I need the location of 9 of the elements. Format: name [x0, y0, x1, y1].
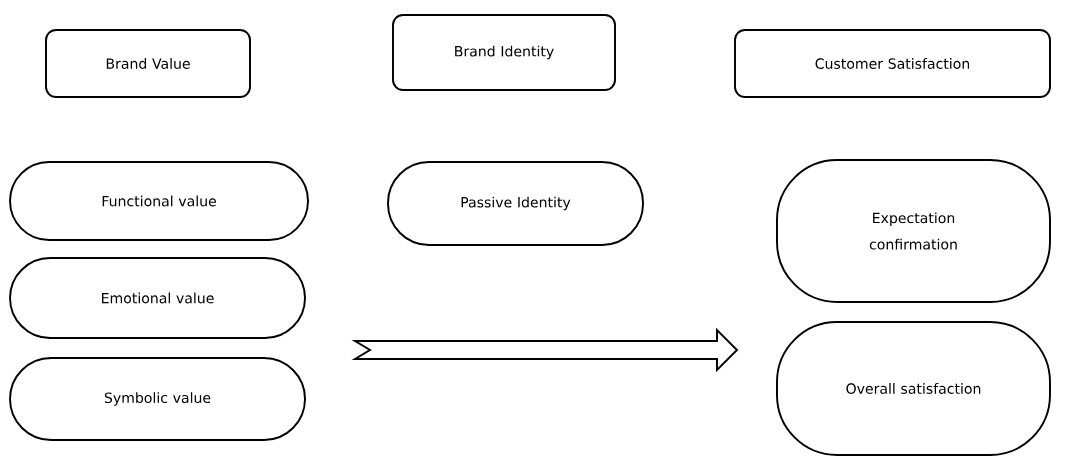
- heading-box: Brand Value: [45, 29, 251, 98]
- rounded-box: Overall satisfaction: [776, 321, 1051, 456]
- heading-box: Customer Satisfaction: [734, 29, 1051, 98]
- heading-box: Brand Identity: [392, 14, 616, 91]
- rounded-box: Functional value: [9, 161, 309, 241]
- rounded-box: Expectation confirmation: [776, 159, 1051, 303]
- rounded-box: Passive Identity: [387, 161, 644, 246]
- rounded-box: Emotional value: [9, 257, 306, 339]
- rounded-box: Symbolic value: [9, 357, 306, 441]
